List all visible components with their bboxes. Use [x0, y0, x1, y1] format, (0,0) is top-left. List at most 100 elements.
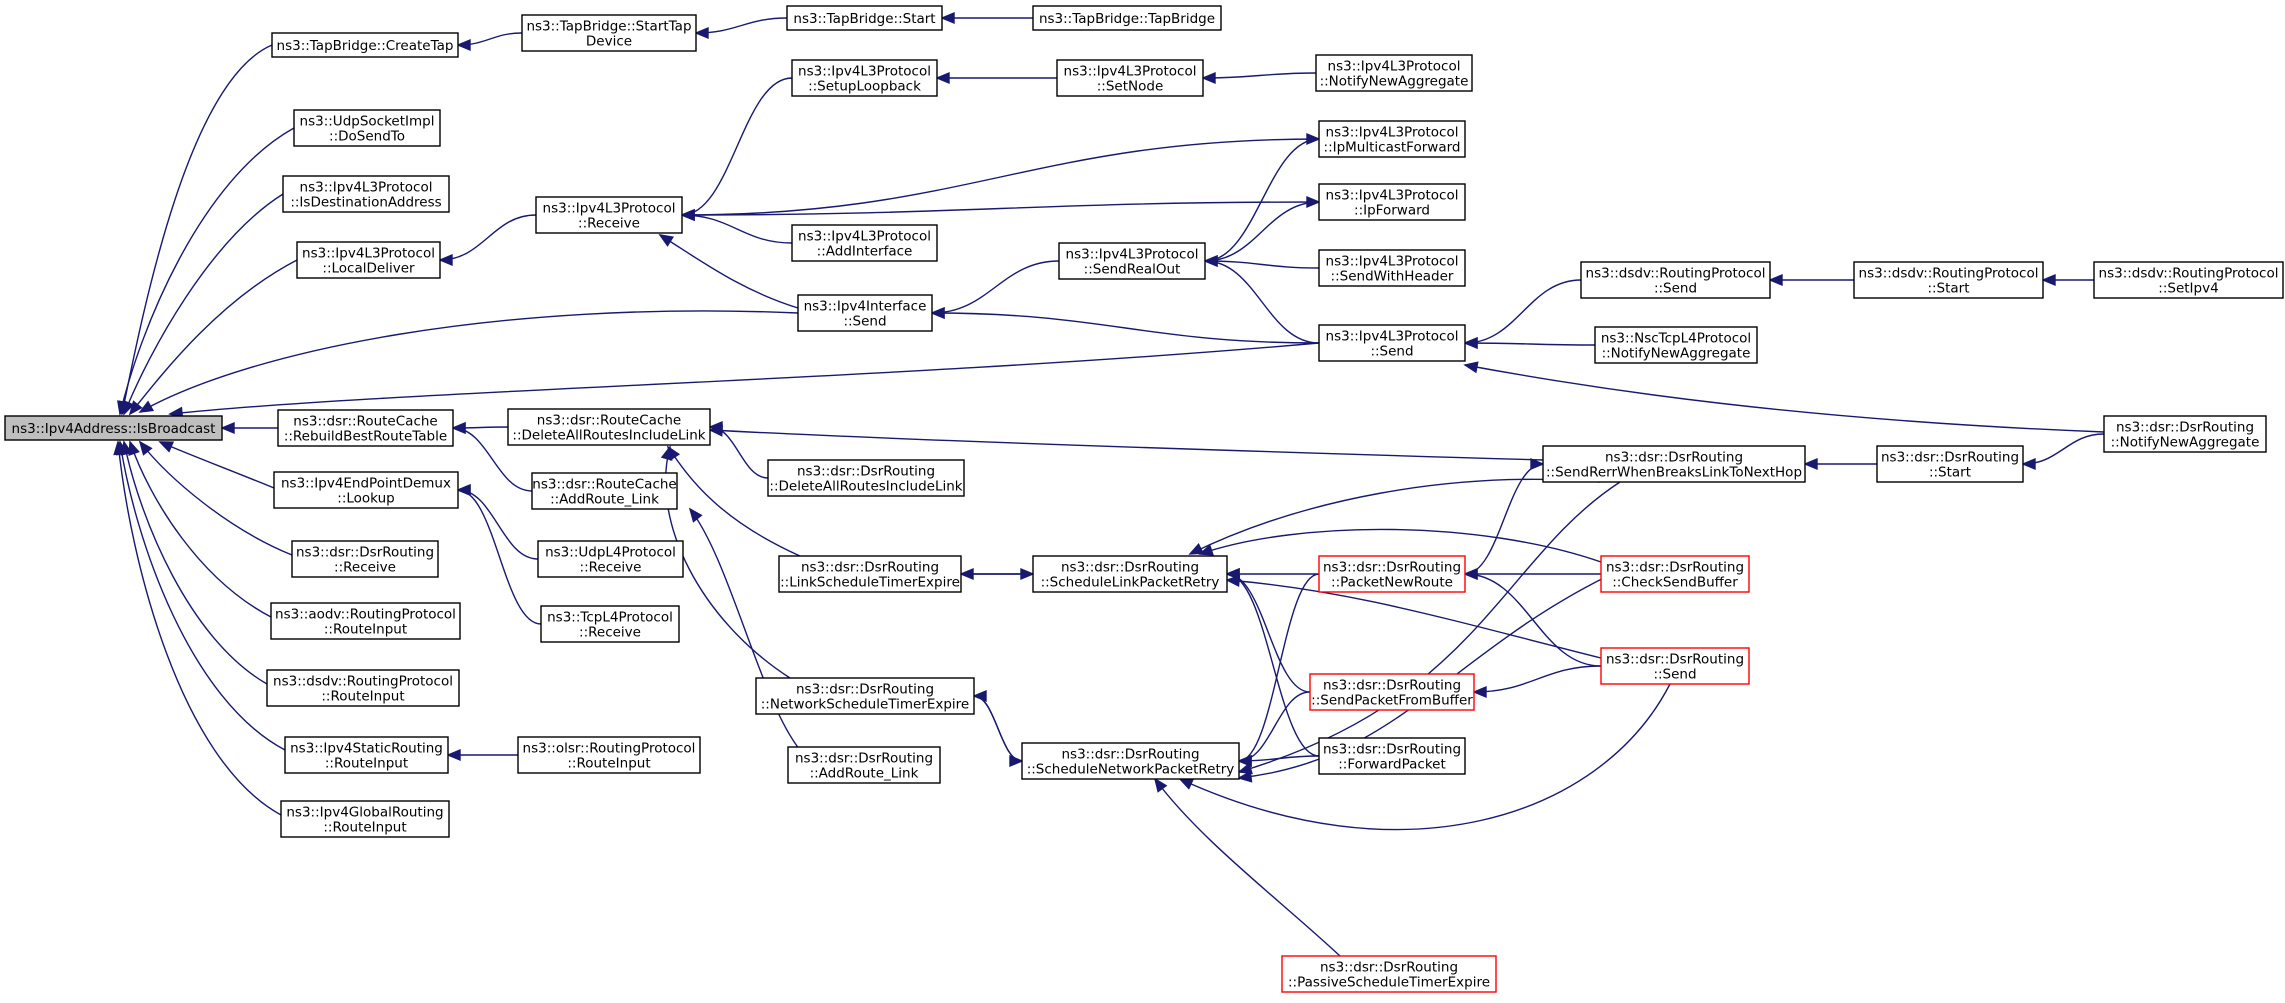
node-root[interactable]: ns3::Ipv4Address::IsBroadcast	[4, 415, 223, 441]
node-dsrreceive[interactable]: ns3::dsr::DsrRouting::Receive	[291, 540, 439, 578]
edge-line	[659, 234, 799, 309]
node-dsdvrouteinput[interactable]: ns3::dsdv::RoutingProtocol::RouteInput	[266, 669, 460, 707]
edge-arrowhead	[694, 26, 709, 40]
node-localdeliver[interactable]: ns3::Ipv4L3Protocol::LocalDeliver	[296, 241, 441, 279]
node-dsdvstart[interactable]: ns3::dsdv::RoutingProtocol::Start	[1853, 261, 2044, 299]
edge-starttap-to-createtap	[456, 32, 523, 52]
node-box	[531, 472, 678, 510]
edge-arrowhead	[2041, 273, 2056, 287]
node-label: ns3::Ipv4L3Protocol	[1326, 125, 1459, 141]
edge-line	[139, 310, 799, 413]
node-udpl4[interactable]: ns3::UdpL4Protocol::Receive	[537, 540, 684, 578]
node-aodv[interactable]: ns3::aodv::RoutingProtocol::RouteInput	[270, 602, 461, 640]
edge-arrowhead	[123, 399, 135, 416]
node-tcpl4[interactable]: ns3::TcpL4Protocol::Receive	[540, 605, 680, 643]
node-label: ns3::Ipv4EndPointDemux	[281, 476, 451, 492]
node-staticrouting[interactable]: ns3::Ipv4StaticRouting::RouteInput	[284, 736, 449, 774]
node-label: ::SetIpv4	[2158, 281, 2218, 297]
node-label: ns3::Ipv4L3Protocol	[1066, 247, 1199, 263]
node-schedlink[interactable]: ns3::dsr::DsrRouting::ScheduleLinkPacket…	[1032, 555, 1228, 593]
edge-addinterface-to-receive	[680, 208, 793, 244]
edge-line	[439, 214, 537, 261]
node-checksendbuf[interactable]: ns3::dsr::DsrRouting::CheckSendBuffer	[1600, 555, 1750, 593]
node-nettimer[interactable]: ns3::dsr::DsrRouting::NetworkScheduleTim…	[755, 677, 975, 715]
node-receive[interactable]: ns3::Ipv4L3Protocol::Receive	[535, 196, 683, 234]
node-label: ns3::dsr::RouteCache	[532, 477, 676, 493]
edge-setnode-to-setuploop	[935, 71, 1057, 85]
node-label: ns3::TapBridge::Start	[793, 11, 935, 27]
node-globalrouting[interactable]: ns3::Ipv4GlobalRouting::RouteInput	[280, 800, 450, 838]
node-sendrealout[interactable]: ns3::Ipv4L3Protocol::SendRealOut	[1058, 242, 1206, 280]
node-createtap[interactable]: ns3::TapBridge::CreateTap	[271, 32, 459, 58]
node-sendrerr[interactable]: ns3::dsr::DsrRouting::SendRerrWhenBreaks…	[1542, 445, 1806, 483]
node-label: ::LinkScheduleTimerExpire	[780, 575, 960, 591]
edge-sendrerr-to-delallrc	[708, 424, 1544, 461]
node-olsr[interactable]: ns3::olsr::RoutingProtocol::RouteInput	[517, 736, 701, 774]
node-dsraddroute[interactable]: ns3::dsr::DsrRouting::AddRoute_Link	[787, 746, 941, 784]
edge-arrowhead	[660, 445, 673, 461]
edge-arrowhead	[1472, 685, 1487, 699]
node-ipmulticast[interactable]: ns3::Ipv4L3Protocol::IpMulticastForward	[1318, 120, 1466, 158]
edge-line	[1226, 573, 1320, 757]
edge-checksendbuf-to-schedlink	[1198, 528, 1602, 563]
edge-arrowhead	[1178, 778, 1195, 790]
node-packetnewroute[interactable]: ns3::dsr::DsrRouting::PacketNewRoute	[1318, 555, 1466, 593]
node-box	[293, 109, 441, 147]
node-epdemux[interactable]: ns3::Ipv4EndPointDemux::Lookup	[273, 471, 459, 509]
node-schednet[interactable]: ns3::dsr::DsrRouting::ScheduleNetworkPac…	[1021, 742, 1240, 780]
edge-arrowhead	[1237, 770, 1253, 783]
node-udpsock[interactable]: ns3::UdpSocketImpl::DoSendTo	[293, 109, 441, 147]
node-dsdvsend[interactable]: ns3::dsdv::RoutingProtocol::Send	[1580, 261, 1771, 299]
node-label: ns3::Ipv4Interface	[804, 299, 927, 315]
node-isdest[interactable]: ns3::Ipv4L3Protocol::IsDestinationAddres…	[282, 175, 450, 213]
node-label: ns3::dsr::DsrRouting	[1606, 652, 1744, 668]
edge-arrowhead	[128, 400, 143, 416]
node-label: ::SendRerrWhenBreaksLinkToNextHop	[1546, 465, 1802, 481]
edge-line	[1238, 481, 1621, 773]
node-passive[interactable]: ns3::dsr::DsrRouting::PassiveScheduleTim…	[1281, 955, 1497, 993]
node-addinterface[interactable]: ns3::Ipv4L3Protocol::AddInterface	[791, 224, 938, 262]
node-label: ns3::dsr::DsrRouting	[1061, 560, 1199, 576]
node-label: ns3::dsdv::RoutingProtocol	[273, 674, 453, 690]
node-ipforward[interactable]: ns3::Ipv4L3Protocol::IpForward	[1318, 183, 1466, 221]
node-sendfrombuffer[interactable]: ns3::dsr::DsrRouting::SendPacketFromBuff…	[1309, 673, 1475, 711]
node-ifsend[interactable]: ns3::Ipv4Interface::Send	[797, 294, 933, 332]
node-box	[1542, 445, 1806, 483]
node-deldsr[interactable]: ns3::dsr::DsrRouting::DeleteAllRoutesInc…	[767, 459, 965, 497]
edge-line	[457, 489, 539, 560]
node-label: ns3::TapBridge::CreateTap	[277, 38, 454, 54]
node-sendwithheader[interactable]: ns3::Ipv4L3Protocol::SendWithHeader	[1318, 249, 1466, 287]
node-tbstart[interactable]: ns3::TapBridge::Start	[786, 5, 943, 31]
node-label: ns3::dsr::RouteCache	[293, 414, 437, 430]
edge-sendfrombuffer-to-schedlink	[1225, 567, 1311, 693]
node-box	[1318, 737, 1466, 775]
node-setnode[interactable]: ns3::Ipv4L3Protocol::SetNode	[1056, 59, 1204, 97]
node-label: ::ForwardPacket	[1338, 757, 1446, 773]
edge-arrowhead	[158, 441, 175, 453]
node-dsrnotify[interactable]: ns3::dsr::DsrRouting::NotifyNewAggregate	[2103, 415, 2267, 453]
node-addroutelink[interactable]: ns3::dsr::RouteCache::AddRoute_Link	[531, 472, 678, 510]
node-linktimer[interactable]: ns3::dsr::DsrRouting::LinkScheduleTimerE…	[778, 555, 962, 593]
edge-line	[1179, 683, 1671, 831]
node-label: ::Send	[843, 314, 886, 330]
node-setuploop[interactable]: ns3::Ipv4L3Protocol::SetupLoopback	[791, 59, 938, 97]
edge-line	[121, 44, 273, 415]
node-rebuild[interactable]: ns3::dsr::RouteCache::RebuildBestRouteTa…	[277, 409, 454, 447]
node-label: ns3::dsr::DsrRouting	[2116, 420, 2254, 436]
node-label: ns3::dsr::DsrRouting	[1606, 560, 1744, 576]
node-dsdvsetipv4[interactable]: ns3::dsdv::RoutingProtocol::SetIpv4	[2093, 261, 2284, 299]
node-delallrc[interactable]: ns3::dsr::RouteCache::DeleteAllRoutesInc…	[507, 408, 711, 446]
node-label: ns3::TapBridge::TapBridge	[1039, 11, 1215, 27]
node-label: ::Receive	[579, 625, 641, 641]
edge-line	[169, 342, 1320, 415]
edge-arrowhead	[688, 507, 703, 523]
node-nsctcp[interactable]: ns3::NscTcpL4Protocol::NotifyNewAggregat…	[1594, 326, 1758, 364]
node-l3send[interactable]: ns3::Ipv4L3Protocol::Send	[1318, 324, 1466, 362]
edge-arrowhead	[438, 253, 453, 267]
node-notifyagg1[interactable]: ns3::Ipv4L3Protocol::NotifyNewAggregate	[1315, 54, 1473, 92]
node-dsrstart[interactable]: ns3::dsr::DsrRouting::Start	[1876, 445, 2024, 483]
node-dsrsend[interactable]: ns3::dsr::DsrRouting::Send	[1600, 647, 1750, 685]
node-tapbridge[interactable]: ns3::TapBridge::TapBridge	[1032, 5, 1222, 31]
node-forwardpacket[interactable]: ns3::dsr::DsrRouting::ForwardPacket	[1318, 737, 1466, 775]
